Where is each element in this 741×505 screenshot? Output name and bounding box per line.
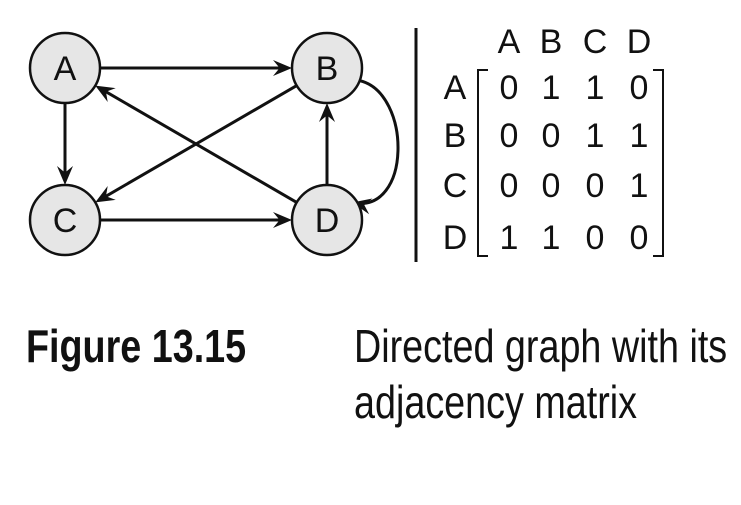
node-a: A <box>28 31 102 105</box>
node-label: A <box>54 50 77 88</box>
edge-a-to-b-arrowhead <box>273 60 292 76</box>
edge-b-to-d <box>351 79 400 215</box>
edge-b-to-d-line <box>351 79 400 205</box>
matrix-cell: 1 <box>500 219 519 257</box>
edge-d-to-b <box>319 103 335 185</box>
matrix-row-header: D <box>443 219 468 257</box>
edge-c-to-d-arrowhead <box>273 212 292 228</box>
matrix-cell: 0 <box>630 69 649 107</box>
matrix-left-bracket <box>477 69 488 257</box>
matrix-col-header: B <box>540 23 563 61</box>
matrix-row-header: A <box>444 69 467 107</box>
edge-d-to-a-arrowhead <box>95 85 116 103</box>
node-circle <box>290 31 364 105</box>
node-label: B <box>316 50 339 88</box>
node-c: C <box>28 183 102 257</box>
graph-edges <box>57 60 400 228</box>
edge-b-to-c <box>95 84 298 203</box>
node-circle <box>28 31 102 105</box>
matrix-row-header: C <box>443 167 468 205</box>
edge-d-to-a <box>95 85 298 204</box>
matrix-cell: 1 <box>630 117 649 155</box>
matrix-cell: 0 <box>542 167 561 205</box>
matrix-cell: 0 <box>542 117 561 155</box>
matrix-cell: 1 <box>586 117 605 155</box>
edge-d-to-a-line <box>103 89 298 204</box>
matrix-right-bracket <box>653 69 664 257</box>
graph-nodes: A B C D <box>28 31 364 257</box>
node-circle <box>290 183 364 257</box>
matrix-col-header: A <box>498 23 521 61</box>
edge-b-to-c-arrowhead <box>95 185 116 203</box>
figure-caption-text: Directed graph with its adjacency matrix <box>354 320 728 428</box>
matrix-cell: 0 <box>500 167 519 205</box>
matrix-row-header: B <box>444 117 467 155</box>
matrix-col-header: C <box>583 23 608 61</box>
matrix-cell: 1 <box>542 69 561 107</box>
edge-c-to-d <box>100 212 292 228</box>
node-label: D <box>315 202 340 240</box>
node-label: C <box>53 202 78 240</box>
matrix-cell: 1 <box>542 219 561 257</box>
figure-caption-label: Figure 13.15 <box>26 320 247 372</box>
edge-a-to-c-arrowhead <box>57 166 73 185</box>
node-circle <box>28 183 102 257</box>
matrix-cell: 0 <box>586 167 605 205</box>
edge-a-to-c <box>57 103 73 185</box>
edge-a-to-b <box>100 60 292 76</box>
matrix-cell: 0 <box>500 117 519 155</box>
matrix-cell: 1 <box>586 69 605 107</box>
matrix-cell: 0 <box>586 219 605 257</box>
node-d: D <box>290 183 364 257</box>
matrix-col-header: D <box>627 23 652 61</box>
matrix-cell: 0 <box>500 69 519 107</box>
node-b: B <box>290 31 364 105</box>
edge-b-to-c-line <box>103 84 298 199</box>
matrix-cell: 1 <box>630 167 649 205</box>
edge-d-to-b-arrowhead <box>319 103 335 122</box>
matrix-cell: 0 <box>630 219 649 257</box>
